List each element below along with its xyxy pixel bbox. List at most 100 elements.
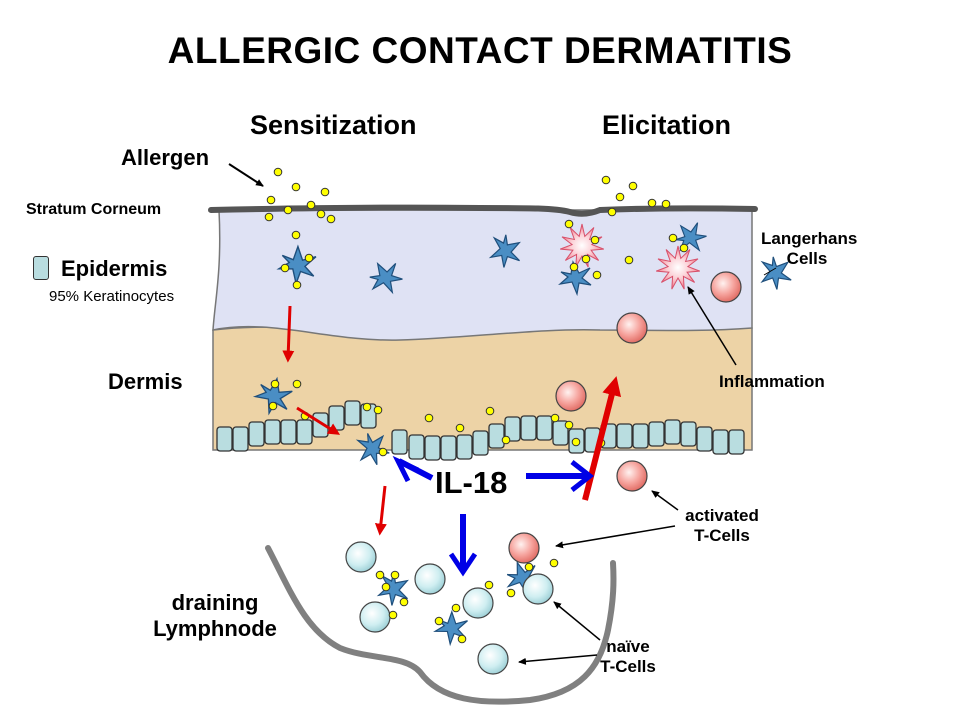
endothelial-cell-icon	[488, 423, 505, 449]
allergen-dot-icon	[375, 570, 385, 580]
t-cell-icon	[345, 541, 377, 573]
t-cell-icon	[462, 587, 494, 619]
allergen-pointer-arrow	[228, 163, 264, 187]
endothelial-cell-icon	[440, 435, 457, 461]
allergen-dot-icon	[592, 270, 602, 280]
allergen-dot-icon	[615, 192, 625, 202]
label-lymphnode: draining Lymphnode	[150, 590, 280, 642]
allergen-dot-icon	[291, 182, 301, 192]
endothelial-cell-icon	[520, 415, 537, 441]
allergen-dot-icon	[268, 401, 278, 411]
allergen-dot-icon	[590, 235, 600, 245]
endothelial-cell-icon	[296, 419, 313, 445]
langerhans-cell-icon	[558, 260, 592, 297]
endothelial-cell-icon	[232, 426, 249, 452]
allergen-dot-icon	[320, 187, 330, 197]
allergen-dot-icon	[550, 413, 560, 423]
allergen-dot-icon	[399, 597, 409, 607]
endothelial-cell-icon	[648, 421, 665, 447]
endothelial-cell-icon	[344, 400, 361, 426]
label-activated-tcells: activated T-Cells	[672, 506, 772, 546]
lymphnode-outline	[265, 545, 617, 705]
t-cell-icon	[555, 380, 587, 412]
langerhans-cell-icon	[252, 376, 293, 416]
allergen-dot-icon	[390, 570, 400, 580]
allergen-dot-icon	[571, 437, 581, 447]
label-il18: IL-18	[435, 465, 508, 500]
t-cell-icon	[477, 643, 509, 675]
allergen-dot-icon	[506, 588, 516, 598]
inflammation-burst-icon	[656, 245, 700, 290]
endothelial-cell-icon	[216, 426, 233, 452]
langerhans-cell-icon	[276, 244, 317, 286]
langerhans-cell-icon	[355, 433, 390, 466]
label-langerhans-cells: Langerhans Cells	[761, 229, 858, 269]
naive-line2: T-Cells	[600, 657, 656, 676]
endothelial-cell-icon	[504, 416, 521, 442]
langerhans-line1: Langerhans	[761, 229, 858, 248]
allergen-dot-icon	[455, 423, 465, 433]
activated-line2: T-Cells	[694, 526, 750, 545]
allergen-dot-icon	[273, 167, 283, 177]
endothelial-cell-icon	[391, 429, 408, 455]
t-cell-icon	[414, 563, 446, 595]
epidermis-layer	[212, 209, 753, 341]
t-cell-icon	[616, 312, 648, 344]
endothelial-cell-icon	[712, 429, 729, 455]
allergen-dot-icon	[601, 175, 611, 185]
endothelial-cell-icon	[472, 430, 489, 456]
blue-arrow-right-head	[570, 460, 595, 492]
diagram-title: ALLERGIC CONTACT DERMATITIS	[167, 30, 793, 71]
allergen-dot-icon	[581, 254, 591, 264]
allergen-dot-icon	[624, 255, 634, 265]
allergen-dot-icon	[628, 181, 638, 191]
allergen-dot-icon	[647, 198, 657, 208]
allergen-dot-icon	[451, 603, 461, 613]
label-dermis: Dermis	[108, 369, 183, 394]
section-elicitation: Elicitation	[602, 110, 732, 140]
red-arrow-extravasation	[582, 376, 622, 501]
naive-pointer-arrow-1	[553, 601, 601, 641]
endothelial-cell-icon	[664, 419, 681, 445]
lymphnode-line2: Lymphnode	[153, 616, 277, 641]
allergen-dot-icon	[668, 233, 678, 243]
label-naive-tcells: naïve T-Cells	[588, 637, 668, 677]
allergen-dot-icon	[292, 280, 302, 290]
langerhans-cell-icon	[760, 256, 792, 290]
allergen-dot-icon	[292, 379, 302, 389]
endothelial-cell-icon	[536, 415, 553, 441]
langerhans-cell-icon	[369, 262, 403, 295]
lymphnode-line1: draining	[171, 590, 259, 615]
allergen-dot-icon	[457, 634, 467, 644]
t-cell-icon	[710, 271, 742, 303]
allergen-dot-icon	[283, 205, 293, 215]
allergen-dot-icon	[373, 405, 383, 415]
endothelial-cell-icon	[632, 423, 649, 449]
activated-pointer-arrow-2	[555, 525, 676, 549]
label-stratum-corneum: Stratum Corneum	[26, 201, 162, 218]
endothelial-cell-icon	[280, 419, 297, 445]
endothelial-cell-icon	[728, 429, 745, 455]
allergen-dot-icon	[484, 580, 494, 590]
inflammation-pointer-arrow	[687, 286, 737, 366]
allergen-dot-icon	[280, 263, 290, 273]
allergen-dot-icon	[549, 558, 559, 568]
t-cell-icon	[508, 532, 540, 564]
allergen-dot-icon	[388, 610, 398, 620]
allergen-dot-icon	[304, 253, 314, 263]
endothelial-cell-icon	[696, 426, 713, 452]
t-cell-icon	[522, 573, 554, 605]
allergen-dot-icon	[434, 616, 444, 626]
epidermis-legend-swatch	[33, 256, 49, 280]
allergen-dot-icon	[362, 402, 372, 412]
endothelial-cell-icon	[616, 423, 633, 449]
allergen-dot-icon	[316, 209, 326, 219]
langerhans-cell-icon	[488, 234, 521, 268]
red-arrow-migration-3	[374, 485, 387, 536]
allergen-dot-icon	[424, 413, 434, 423]
allergen-dot-icon	[270, 379, 280, 389]
red-arrow-migration-1	[282, 305, 295, 363]
label-epidermis: Epidermis	[61, 256, 168, 281]
allergen-dot-icon	[564, 219, 574, 229]
